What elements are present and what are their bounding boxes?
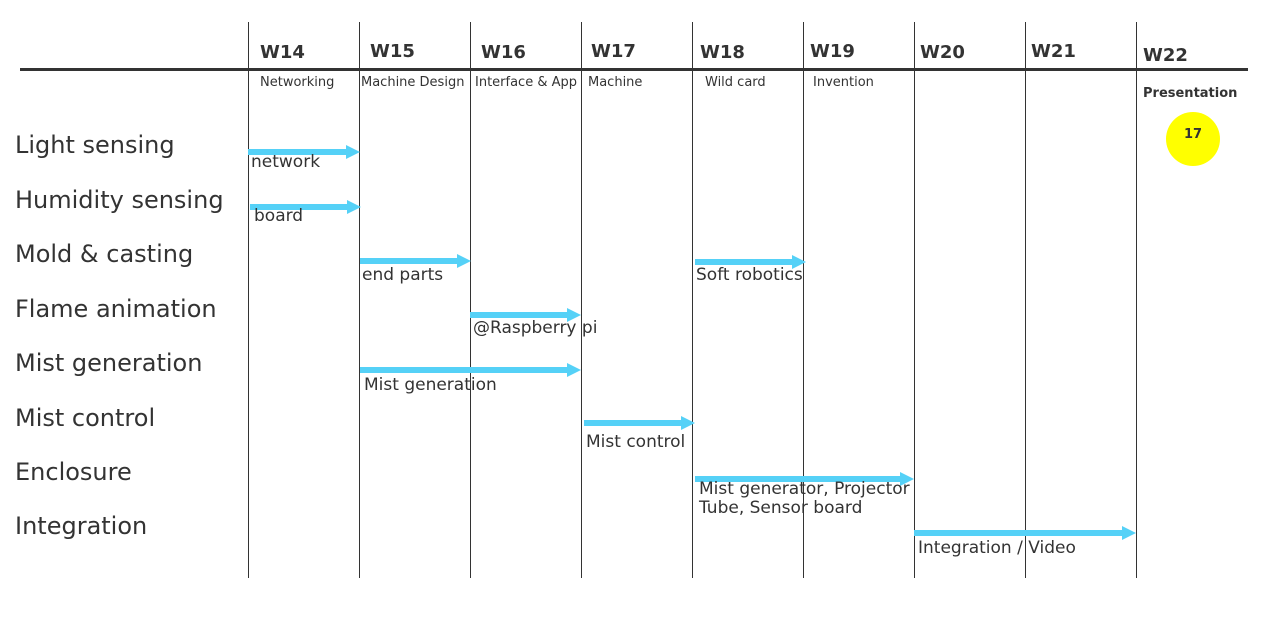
week-label-w16: W16 [481, 42, 526, 63]
task-arrow-mist-control [584, 416, 695, 430]
row-label-light-sensing: Light sensing [15, 131, 175, 159]
row-label-mist-generation: Mist generation [15, 349, 203, 377]
presentation-date-badge: 17 [1166, 112, 1220, 166]
week-label-w20: W20 [920, 42, 965, 63]
task-label-network: network [251, 152, 321, 172]
task-arrow-soft-robotics [695, 255, 806, 269]
week-label-w19: W19 [810, 41, 855, 62]
task-label-mist-generation: Mist generation [364, 375, 497, 395]
week-label-w14: W14 [260, 42, 305, 63]
week-label-w15: W15 [370, 41, 415, 62]
week-topic-w14: Networking [260, 75, 335, 90]
week-label-w22: W22 [1143, 45, 1188, 66]
week-topic-w17: Machine [588, 75, 643, 90]
row-label-integration: Integration [15, 512, 148, 540]
presentation-label: Presentation [1143, 86, 1238, 101]
task-arrow-raspberry-pi [470, 308, 581, 322]
task-label-integration: Integration / Video [918, 538, 1076, 558]
row-label-mist-control: Mist control [15, 404, 156, 432]
task-arrow-network [248, 145, 360, 159]
week-divider-w19 [803, 22, 804, 578]
task-arrow-mist-generation [360, 363, 581, 377]
row-label-humidity-sensing: Humidity sensing [15, 186, 224, 214]
task-label-soft-robotics: Soft robotics [696, 265, 803, 285]
week-label-w17: W17 [591, 41, 636, 62]
task-arrow-end-parts [360, 254, 471, 268]
week-divider-w15 [359, 22, 360, 578]
week-divider-w16 [470, 22, 471, 578]
week-divider-w22 [1136, 22, 1137, 578]
task-label-end-parts: end parts [362, 265, 444, 285]
task-label-raspberry-pi: @Raspberry pi [473, 318, 598, 338]
week-divider-w18 [692, 22, 693, 578]
row-label-flame-animation: Flame animation [15, 295, 217, 323]
task-arrow-board [250, 200, 361, 214]
week-label-w21: W21 [1031, 41, 1076, 62]
task-arrow-integration [914, 526, 1136, 540]
week-divider-w14 [248, 22, 249, 578]
task-label-mist-control: Mist control [586, 432, 686, 452]
week-topic-w18: Wild card [705, 75, 766, 90]
task-arrow-enclosure [695, 472, 914, 486]
week-divider-w20 [914, 22, 915, 578]
row-label-mold-casting: Mold & casting [15, 240, 194, 268]
row-label-enclosure: Enclosure [15, 458, 132, 486]
week-divider-w21 [1025, 22, 1026, 578]
task-label-board: board [254, 206, 304, 226]
week-divider-w17 [581, 22, 582, 578]
week-topic-w15: Machine Design [361, 75, 465, 90]
week-topic-w19: Invention [813, 75, 874, 90]
week-topic-w16: Interface & App [475, 75, 578, 90]
week-label-w18: W18 [700, 42, 745, 63]
header-rule [20, 68, 1248, 71]
task-label-enclosure: Mist generator, Projector Tube, Sensor b… [699, 479, 910, 518]
